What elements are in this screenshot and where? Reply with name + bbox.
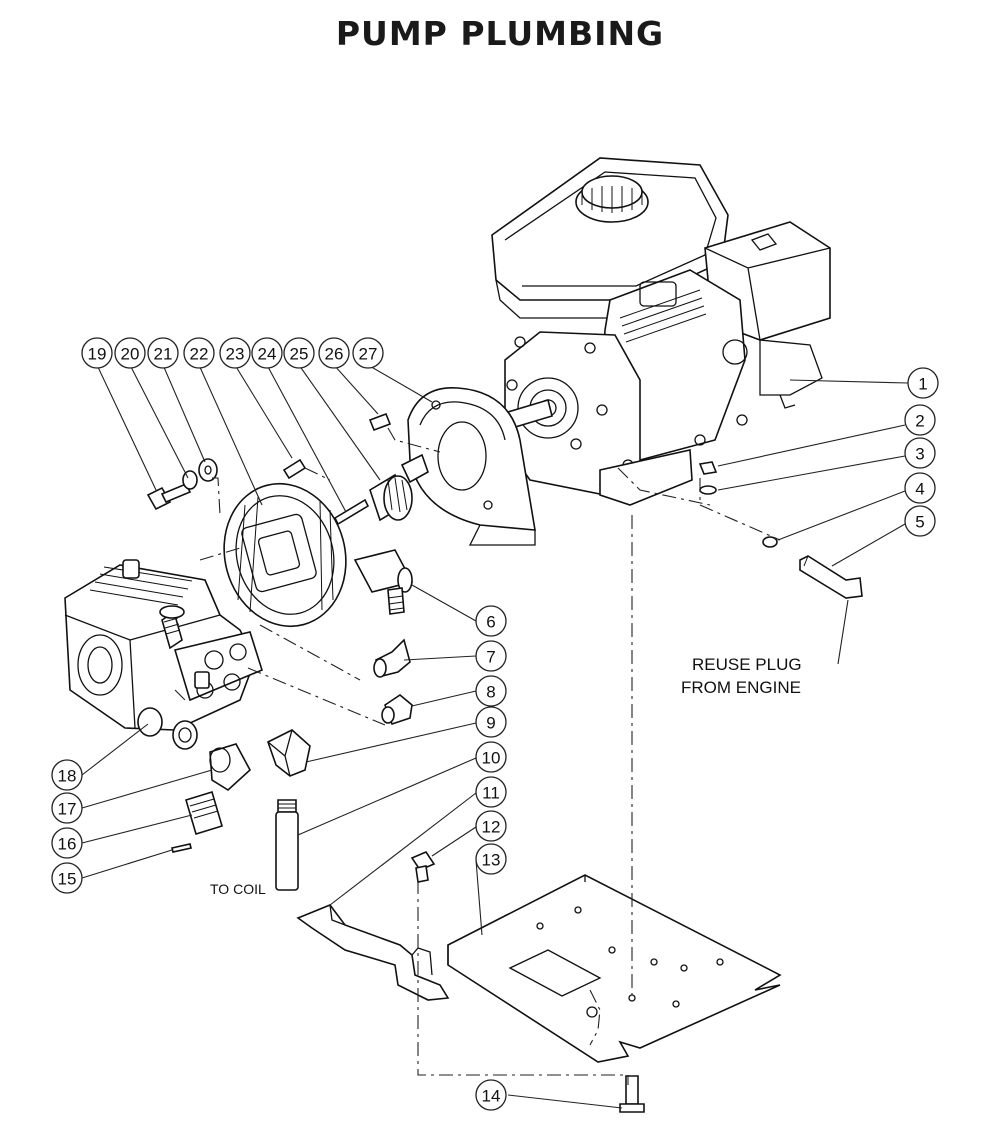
callout-4: 4: [904, 472, 936, 504]
svg-text:26: 26: [325, 345, 344, 364]
drain-plug-parts-drawing: [698, 461, 863, 599]
base-plate-drawing: [447, 874, 782, 1063]
leader-lines: [81, 364, 909, 1109]
page-title: PUMP PLUMBING: [335, 14, 665, 53]
svg-text:9: 9: [486, 714, 495, 733]
callout-6: 6: [475, 605, 507, 637]
svg-text:23: 23: [226, 345, 245, 364]
callout-22: 22: [183, 337, 215, 369]
pump-drawing: [64, 559, 263, 750]
callout-21: 21: [147, 337, 179, 369]
bolt-12-drawing: [410, 851, 436, 883]
engine-drawing: [491, 157, 831, 506]
svg-text:5: 5: [915, 513, 924, 532]
callout-15: 15: [51, 862, 83, 894]
callout-12: 12: [475, 810, 507, 842]
svg-text:19: 19: [88, 345, 107, 364]
callout-5: 5: [904, 505, 936, 537]
svg-text:17: 17: [58, 800, 77, 819]
callout-19: 19: [81, 337, 113, 369]
svg-text:6: 6: [486, 613, 495, 632]
svg-text:11: 11: [482, 784, 500, 803]
key-23-drawing: [282, 458, 307, 480]
svg-text:22: 22: [190, 345, 209, 364]
svg-text:18: 18: [58, 767, 77, 786]
fittings-drawing: [353, 549, 414, 726]
svg-text:1: 1: [918, 375, 927, 394]
reuse-plug-note-line1: REUSE PLUG: [692, 655, 802, 674]
callout-25: 25: [283, 337, 315, 369]
adapter-flange-drawing: [407, 387, 536, 546]
screw-26-drawing: [368, 412, 392, 432]
callout-3: 3: [904, 437, 936, 469]
svg-text:2: 2: [915, 412, 924, 431]
bolt-14-drawing: [619, 1075, 645, 1113]
callout-20: 20: [114, 337, 146, 369]
svg-text:27: 27: [359, 345, 378, 364]
pump-outlet-fittings-drawing: [171, 743, 252, 853]
svg-text:21: 21: [154, 345, 173, 364]
callout-23: 23: [219, 337, 251, 369]
bell-housing-drawing: [223, 482, 347, 628]
assembly-centerlines: [174, 427, 781, 1085]
svg-text:16: 16: [58, 835, 77, 854]
elbow-nipple-drawing: [267, 729, 311, 891]
bracket-drawing: [296, 904, 450, 1001]
callout-13: 13: [475, 843, 507, 875]
callout-18: 18: [51, 759, 83, 791]
callout-17: 17: [51, 792, 83, 824]
svg-text:20: 20: [121, 345, 140, 364]
callout-27: 27: [352, 337, 384, 369]
svg-text:4: 4: [915, 480, 924, 499]
svg-text:3: 3: [915, 445, 924, 464]
coupling-drawing: [333, 453, 429, 526]
svg-text:12: 12: [482, 818, 501, 837]
svg-text:24: 24: [258, 345, 277, 364]
svg-text:8: 8: [486, 683, 495, 702]
callout-8: 8: [475, 675, 507, 707]
callout-16: 16: [51, 827, 83, 859]
callout-1: 1: [907, 367, 939, 399]
svg-text:10: 10: [482, 749, 501, 768]
bolt-washer-drawing: [146, 458, 218, 511]
svg-text:7: 7: [486, 648, 495, 667]
svg-text:15: 15: [58, 870, 77, 889]
svg-text:14: 14: [482, 1087, 501, 1106]
svg-text:25: 25: [290, 345, 309, 364]
callout-2: 2: [904, 404, 936, 436]
callout-9: 9: [475, 706, 507, 738]
callout-26: 26: [318, 337, 350, 369]
svg-text:13: 13: [482, 851, 501, 870]
callout-10: 10: [475, 741, 507, 773]
reuse-plug-note-line2: FROM ENGINE: [681, 678, 801, 697]
to-coil-note: TO COIL: [210, 881, 266, 897]
callout-7: 7: [475, 640, 507, 672]
callout-11: 11: [475, 776, 507, 808]
callout-14: 14: [475, 1079, 507, 1111]
callout-24: 24: [251, 337, 283, 369]
